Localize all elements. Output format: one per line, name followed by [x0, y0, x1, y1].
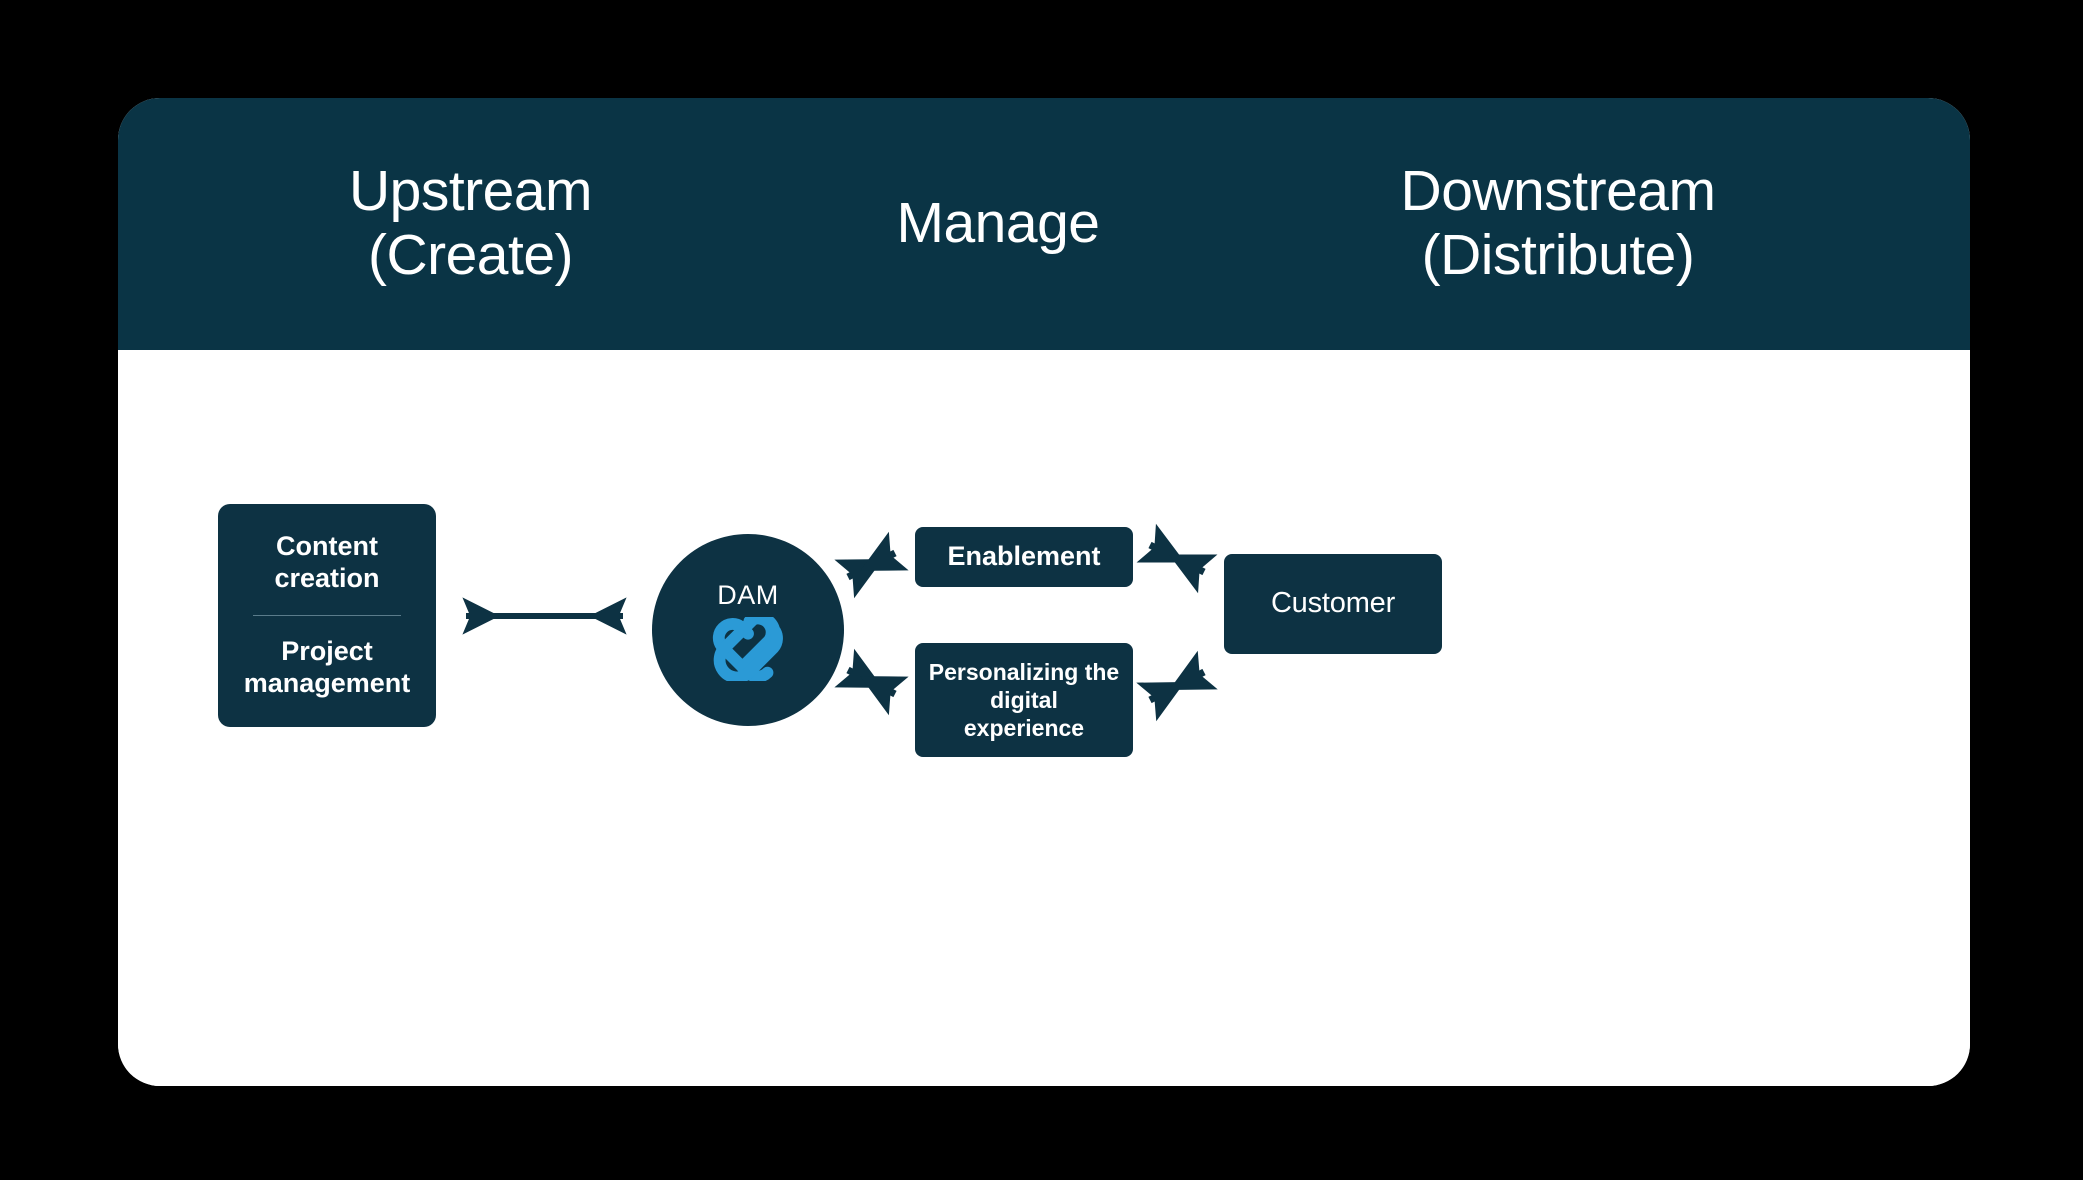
node-create-top-line-1: Content	[276, 531, 378, 562]
node-personalize-line-2: digital experience	[963, 686, 1085, 742]
node-create-bottom-line-1: Project	[281, 636, 373, 666]
connector-enablement-to-customer	[1136, 523, 1218, 594]
connector-dam-to-personalize	[834, 648, 909, 716]
header-label-downstream: Downstream (Distribute)	[1238, 98, 1878, 350]
connector-dam-to-enablement	[834, 531, 909, 599]
dam-heart-logo-icon	[712, 616, 783, 681]
node-create-top-label: Content creation	[228, 531, 426, 595]
diagram-body: Content creation Project management DAM	[118, 350, 1970, 1086]
header-manage-line-1: Manage	[896, 191, 1101, 256]
node-personalize-line-1: Personalizing the	[928, 658, 1120, 685]
node-create-bottom-line-2: management	[243, 667, 411, 698]
header-upstream-line-1: Upstream	[348, 159, 593, 224]
header-band: Upstream (Create) Manage Downstream (Dis…	[118, 98, 1970, 350]
connector-personalize-to-customer	[1136, 650, 1218, 722]
node-customer-label: Customer	[1270, 587, 1396, 620]
node-content-creation-project-management[interactable]: Content creation Project management	[218, 504, 436, 727]
header-label-manage: Manage	[798, 98, 1198, 350]
node-enablement[interactable]: Enablement	[915, 527, 1133, 587]
node-create-bottom-label: Project management	[228, 636, 426, 700]
node-enablement-label: Enablement	[947, 541, 1101, 572]
node-create-top-line-2: creation	[274, 563, 380, 594]
node-customer[interactable]: Customer	[1224, 554, 1442, 654]
header-label-upstream: Upstream (Create)	[208, 98, 733, 350]
node-personalizing-digital-experience[interactable]: Personalizing the digital experience	[915, 643, 1133, 757]
node-personalize-label: Personalizing the digital experience	[927, 658, 1121, 742]
node-dam-label: DAM	[717, 579, 779, 610]
diagram-card: Upstream (Create) Manage Downstream (Dis…	[118, 98, 1970, 1086]
header-downstream-line-1: Downstream	[1400, 159, 1716, 224]
node-dam[interactable]: DAM	[652, 534, 844, 726]
header-upstream-line-2: (Create)	[367, 223, 574, 287]
header-downstream-line-2: (Distribute)	[1421, 223, 1695, 287]
node-create-divider	[253, 615, 401, 616]
